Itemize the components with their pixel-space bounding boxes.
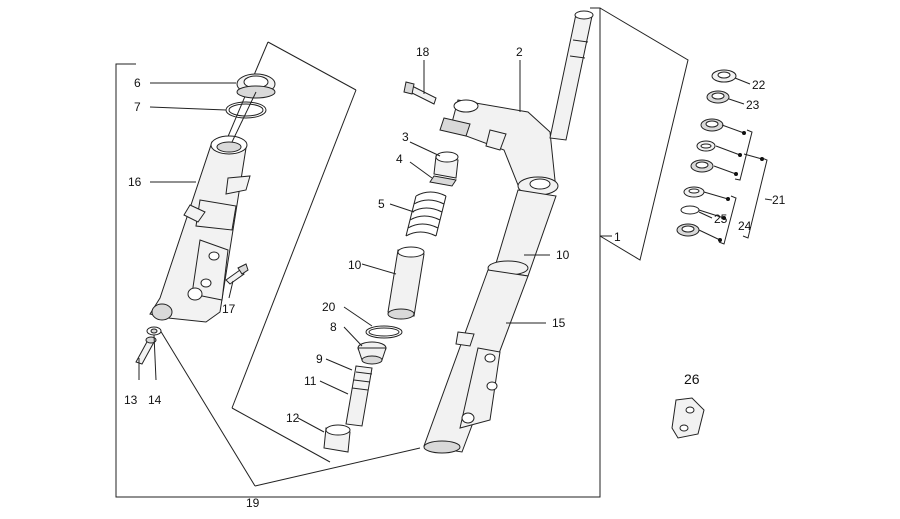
label-13: 13 <box>124 393 138 407</box>
screw-17 <box>225 263 249 285</box>
label-19: 19 <box>246 496 260 510</box>
steering-stem <box>549 10 594 141</box>
spacer-4 <box>429 175 457 187</box>
label-12: 12 <box>286 411 300 425</box>
label-25: 25 <box>714 212 728 226</box>
label-16: 16 <box>128 175 142 189</box>
triple-clamp-2 <box>439 99 557 191</box>
bearing-stack-21 <box>676 118 724 237</box>
fork-leg-16 <box>149 135 251 323</box>
cup-12 <box>323 424 351 453</box>
label-10b: 10 <box>556 248 570 262</box>
label-14: 14 <box>148 393 162 407</box>
label-24: 24 <box>738 219 752 233</box>
label-5: 5 <box>378 197 385 211</box>
leader-lines <box>138 60 751 433</box>
label-17: 17 <box>222 302 236 316</box>
assembly-frame <box>115 7 689 498</box>
fork-tube-10b <box>493 176 559 277</box>
spring-5 <box>405 191 447 237</box>
label-10a: 10 <box>348 258 362 272</box>
bolt-18 <box>403 81 437 105</box>
fork-slider-15 <box>423 260 529 454</box>
label-9: 9 <box>316 352 323 366</box>
label-8: 8 <box>330 320 337 334</box>
seal-6 <box>236 73 276 99</box>
bracket-26 <box>671 397 705 439</box>
ring-20 <box>365 325 403 339</box>
ring-7 <box>225 101 267 119</box>
tube-10a <box>387 246 425 320</box>
washer-14 <box>146 326 162 336</box>
label-3: 3 <box>402 130 409 144</box>
label-18: 18 <box>416 45 430 59</box>
label-6: 6 <box>134 76 141 90</box>
label-15: 15 <box>552 316 566 330</box>
bearing-23 <box>706 90 730 104</box>
label-4: 4 <box>396 152 403 166</box>
label-21: 21 <box>772 193 786 207</box>
bearing-22 <box>711 69 737 83</box>
label-20: 20 <box>322 300 336 314</box>
label-7: 7 <box>134 100 141 114</box>
piece-8 <box>357 341 387 365</box>
rod-9-11 <box>345 365 373 427</box>
label-1: 1 <box>614 230 621 244</box>
label-11: 11 <box>304 374 317 388</box>
cap-3 <box>433 151 459 179</box>
label-23: 23 <box>746 98 760 112</box>
label-26: 26 <box>684 371 700 387</box>
label-2: 2 <box>516 45 523 59</box>
part-labels: 1 2 3 4 5 6 7 8 9 10 10 11 12 13 14 15 1… <box>124 45 786 510</box>
label-22: 22 <box>752 78 766 92</box>
bracket-21-24 <box>698 124 773 245</box>
